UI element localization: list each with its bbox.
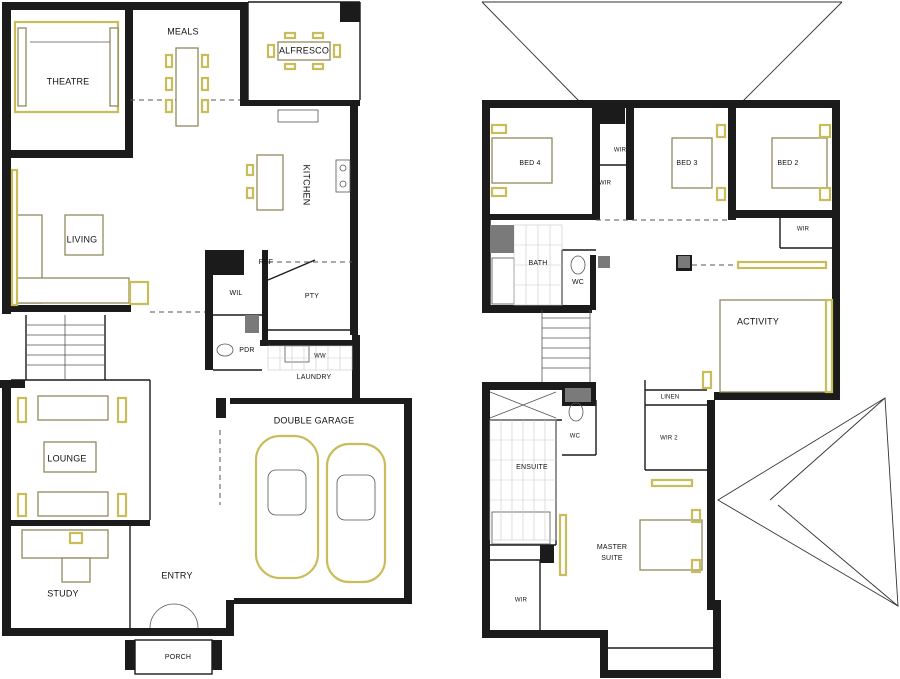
label-ww: WW bbox=[314, 354, 326, 360]
label-wil: WIL bbox=[229, 290, 242, 297]
label-meals: MEALS bbox=[167, 26, 199, 36]
alfresco-table bbox=[266, 31, 342, 71]
room-labels: THEATRE MEALS ALFRESCO KITCHEN LIVING RE… bbox=[47, 26, 810, 660]
ground-floor-partitions bbox=[11, 1, 361, 628]
label-wir-c: WIR bbox=[797, 227, 810, 233]
label-laundry: LAUNDRY bbox=[297, 374, 332, 381]
label-alfresco: ALFRESCO bbox=[279, 45, 329, 55]
label-wir-b: WIR bbox=[599, 181, 612, 187]
theatre-furniture bbox=[13, 20, 120, 114]
ensuite-fixtures bbox=[489, 388, 591, 577]
label-theatre: THEATRE bbox=[47, 76, 90, 86]
label-wir-master: WIR bbox=[515, 598, 528, 604]
label-bath: BATH bbox=[529, 260, 548, 267]
label-ensuite: ENSUITE bbox=[516, 464, 548, 471]
study-desk bbox=[21, 529, 109, 583]
first-floor-plan bbox=[481, 1, 899, 678]
kitchen-island bbox=[208, 109, 351, 275]
label-wir-a: WIR bbox=[614, 148, 627, 154]
porch bbox=[134, 603, 213, 675]
label-master-suite-line2: SUITE bbox=[601, 555, 623, 562]
meals-table bbox=[164, 47, 210, 127]
label-ref: REF bbox=[259, 259, 274, 266]
label-activity: ACTIVITY bbox=[737, 316, 779, 326]
label-linen: LINEN bbox=[661, 395, 680, 401]
activity-furniture bbox=[678, 256, 834, 394]
label-double-garage: DOUBLE GARAGE bbox=[274, 415, 355, 425]
ground-stairs bbox=[26, 315, 105, 380]
label-entry: ENTRY bbox=[161, 570, 192, 580]
label-powder: PDR bbox=[239, 347, 254, 354]
living-furniture bbox=[10, 168, 150, 307]
bath-fixtures bbox=[490, 224, 610, 306]
roof-lines bbox=[481, 1, 899, 607]
lounge-furniture bbox=[16, 395, 128, 518]
label-pty: PTY bbox=[305, 293, 319, 300]
first-floor-partitions bbox=[489, 164, 832, 649]
label-wc-ensuite: WC bbox=[570, 434, 581, 440]
ground-floor-walls bbox=[0, 2, 412, 670]
label-master-suite-line1: MASTER bbox=[597, 544, 627, 551]
label-bed3: BED 3 bbox=[676, 160, 697, 167]
first-floor-walls bbox=[482, 100, 840, 678]
label-wc-upper: WC bbox=[572, 279, 584, 286]
label-kitchen: KITCHEN bbox=[302, 165, 312, 206]
laundry-fixtures bbox=[216, 315, 353, 371]
bedroom-furniture bbox=[490, 123, 832, 574]
upper-stairs bbox=[541, 310, 591, 382]
label-bed2: BED 2 bbox=[777, 160, 798, 167]
ground-floor-plan bbox=[0, 1, 412, 675]
garage-cars bbox=[254, 434, 387, 584]
label-bed4: BED 4 bbox=[519, 160, 540, 167]
label-porch: PORCH bbox=[165, 654, 191, 661]
label-living: LIVING bbox=[67, 234, 98, 244]
label-wir2: WIR 2 bbox=[660, 436, 678, 442]
label-lounge: LOUNGE bbox=[47, 453, 86, 463]
label-study: STUDY bbox=[47, 588, 79, 598]
